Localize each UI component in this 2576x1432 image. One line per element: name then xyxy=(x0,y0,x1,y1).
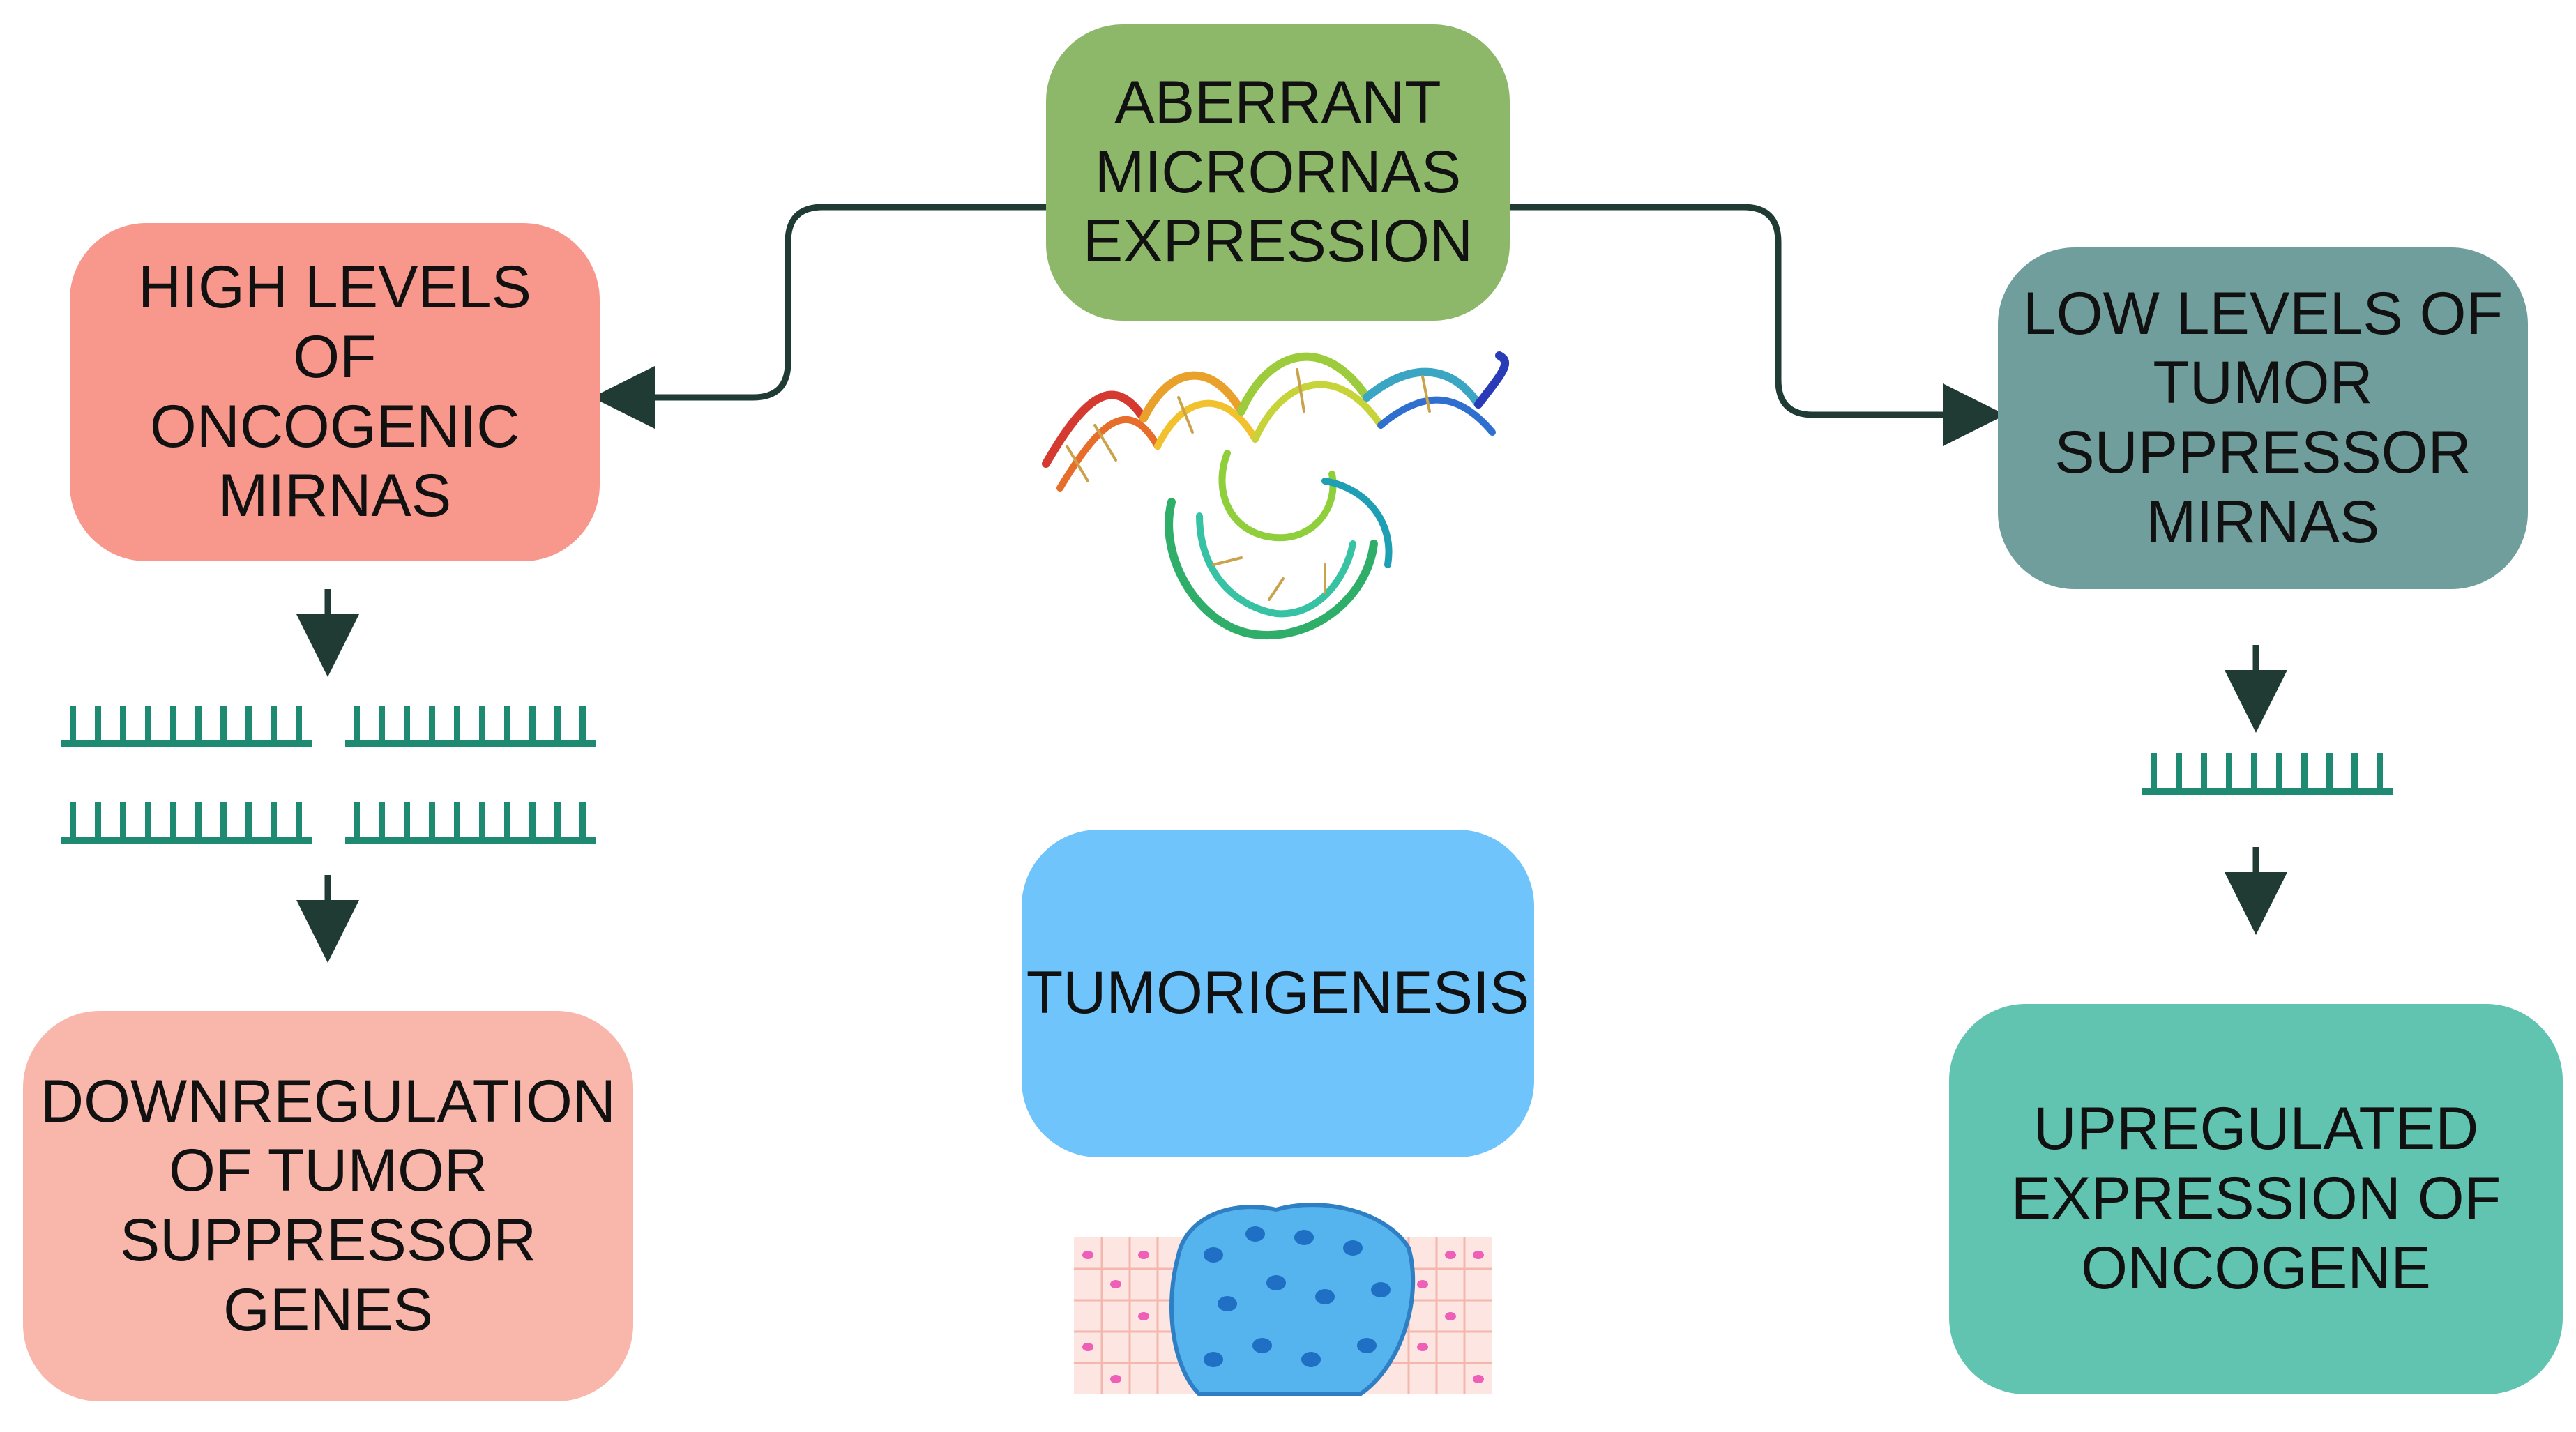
node-downregulation-tumor-suppressor-genes: DOWNREGULATION OF TUMOR SUPPRESSOR GENES xyxy=(23,1011,633,1401)
node-tumorigenesis: TUMORIGENESIS xyxy=(1022,830,1534,1157)
node-label: LOW LEVELS OF TUMOR SUPPRESSOR MIRNAS xyxy=(2022,280,2503,556)
node-label: UPREGULATED EXPRESSION OF ONCOGENE xyxy=(2010,1095,2501,1302)
node-high-levels-oncogenic-mirnas: HIGH LEVELS OF ONCOGENIC MIRNAS xyxy=(70,223,600,561)
mirna-strand-icon xyxy=(345,706,596,747)
node-label: DOWNREGULATION OF TUMOR SUPPRESSOR GENES xyxy=(40,1067,616,1343)
connector-top-to-right xyxy=(1510,204,2006,446)
node-label: ABERRANT MICRORNAS EXPRESSION xyxy=(1082,68,1473,275)
connector-top-to-left xyxy=(592,204,1046,429)
node-upregulated-expression-oncogene: UPREGULATED EXPRESSION OF ONCOGENE xyxy=(1949,1004,2563,1394)
mirna-strand-icon xyxy=(2142,753,2393,795)
mirna-strand-icon xyxy=(61,802,312,844)
mirna-strand-icon xyxy=(61,706,312,747)
mirna-strand-icon xyxy=(345,802,596,844)
node-low-levels-tumor-suppressor-mirnas: LOW LEVELS OF TUMOR SUPPRESSOR MIRNAS xyxy=(1998,247,2528,589)
node-label: HIGH LEVELS OF ONCOGENIC MIRNAS xyxy=(138,254,531,530)
node-aberrant-micrornas-expression: ABERRANT MICRORNAS EXPRESSION xyxy=(1046,24,1510,321)
tumor-tissue-icon xyxy=(1074,1203,1492,1396)
rna-helix-icon xyxy=(1042,351,1509,640)
node-label: TUMORIGENESIS xyxy=(1026,959,1530,1027)
